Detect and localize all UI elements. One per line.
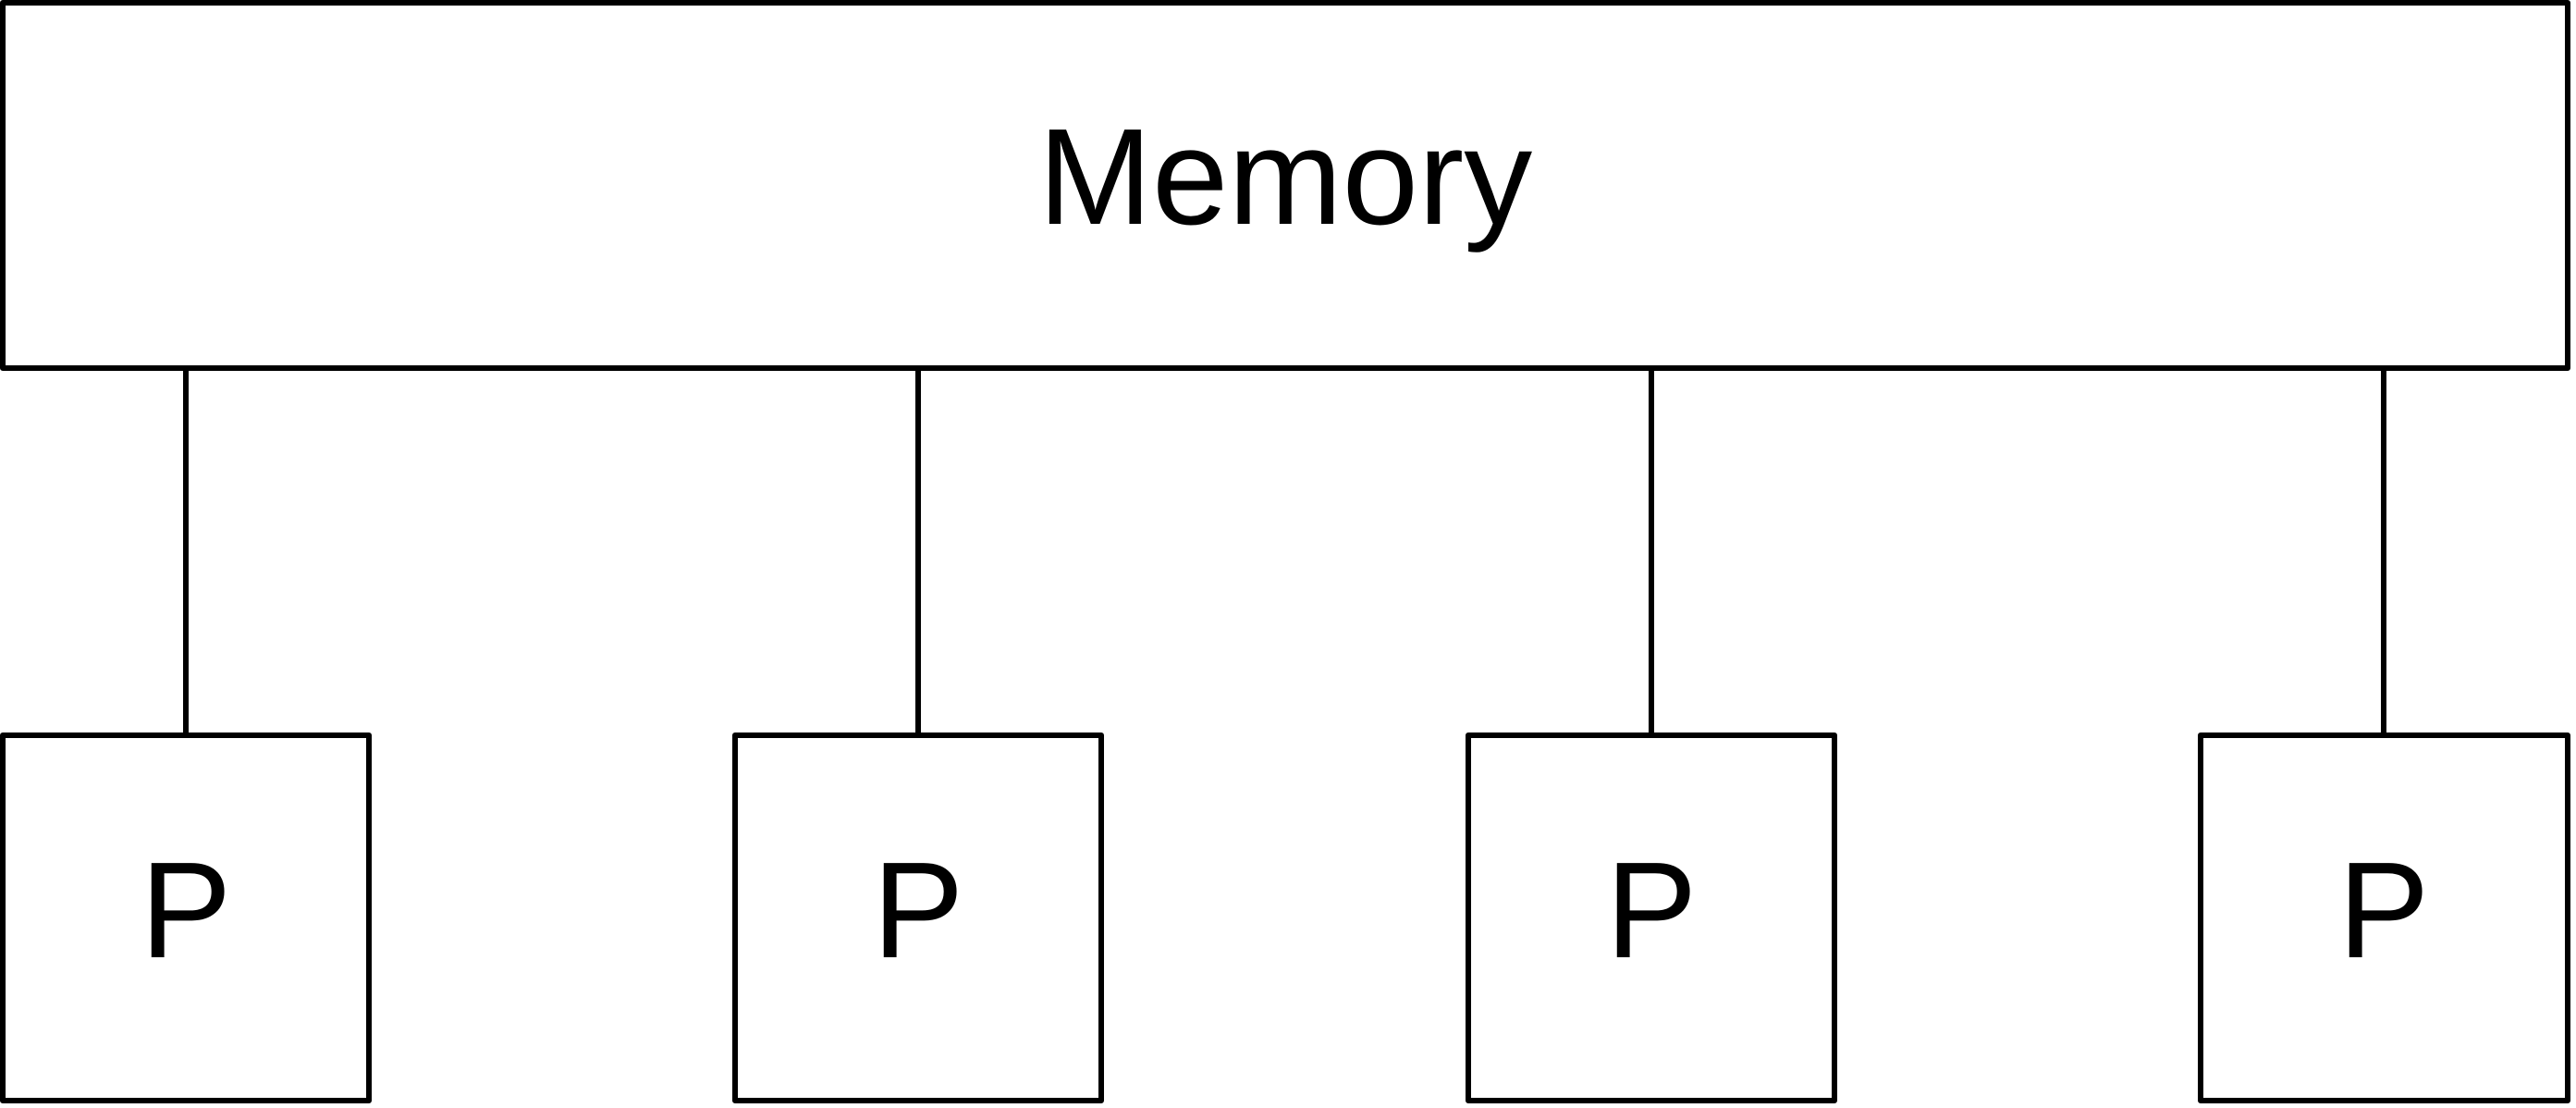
processor-2: P [732,733,1104,1103]
processor-label: P [141,834,232,987]
processor-box [1466,733,1837,1103]
processor-box [2198,733,2570,1103]
memory-label: Memory [1038,101,1532,253]
processor-4: P [2198,733,2570,1103]
processor-3: P [1466,733,1837,1103]
processor-label: P [873,834,964,987]
bus-connectors [183,368,2386,735]
processor-1: P [0,733,372,1103]
memory-block: Memory [0,0,2570,371]
processor-box [0,733,372,1103]
processor-label: P [1606,834,1698,987]
memory-box [0,0,2570,371]
processor-box [732,733,1104,1103]
processor-label: P [2338,834,2430,987]
